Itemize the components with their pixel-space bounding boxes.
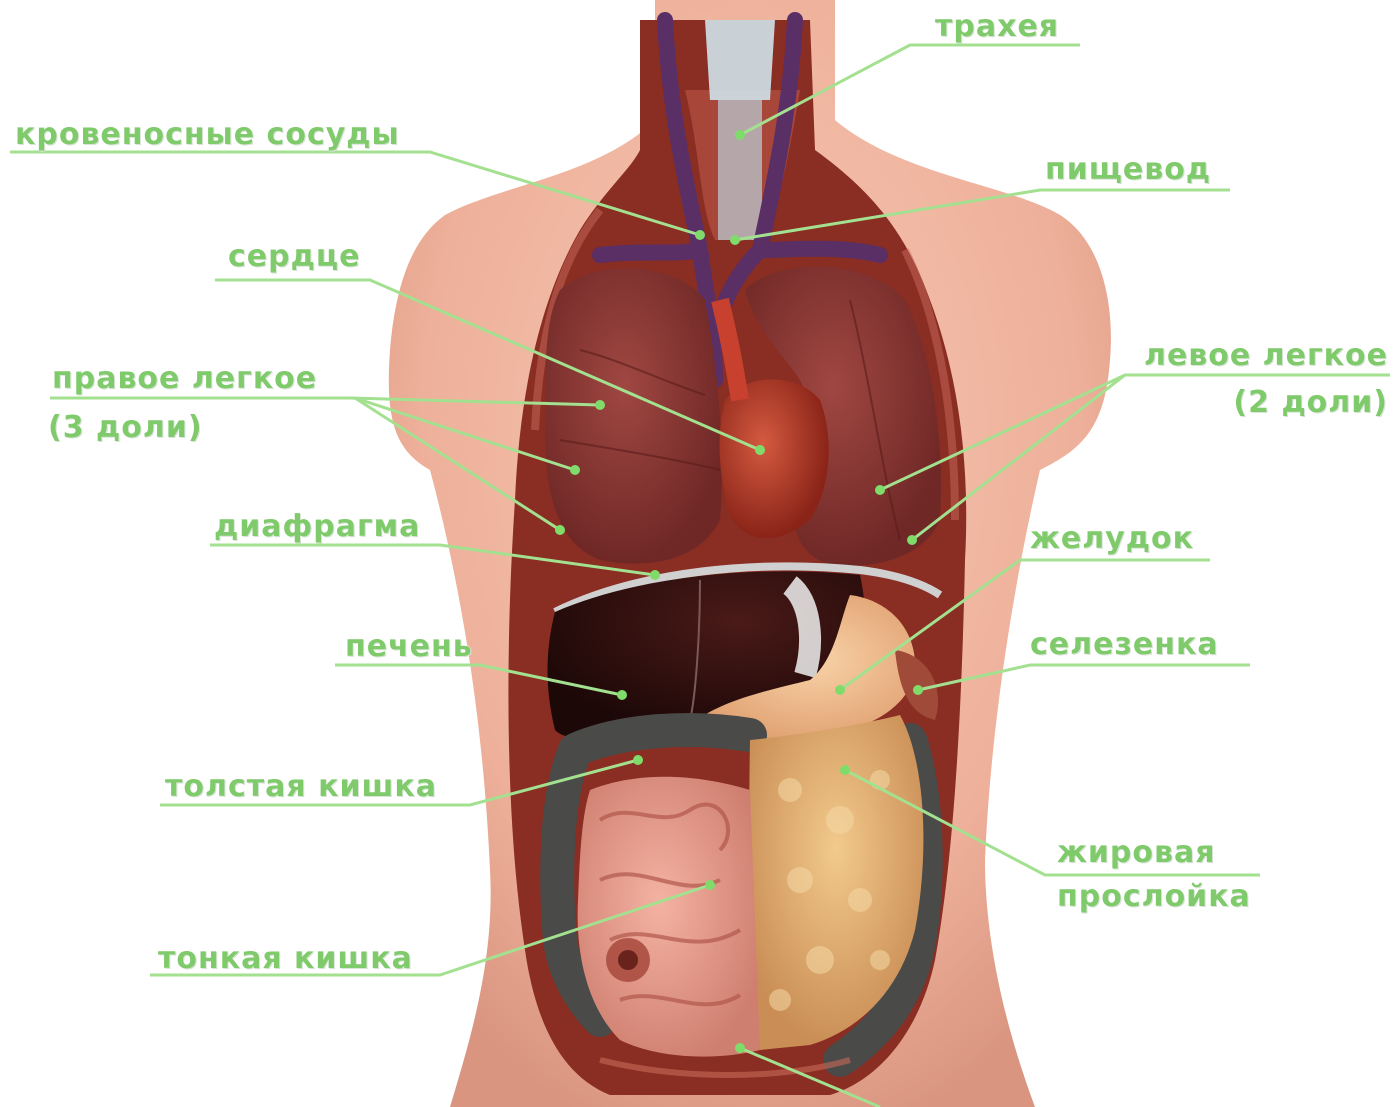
right-lung [545, 268, 722, 563]
label-right-lung-line1: правое легкое [52, 364, 317, 394]
label-right-lung-line2: (3 доли) [48, 413, 203, 443]
trachea-shape [705, 20, 775, 100]
label-heart: сердце [228, 242, 360, 272]
label-trachea: трахея [935, 12, 1059, 42]
label-diaphragm: диафрагма [214, 512, 420, 542]
label-liver: печень [345, 632, 473, 662]
label-colon: толстая кишка [165, 772, 437, 802]
label-spleen: селезенка [1030, 630, 1219, 660]
label-fat-line1: жировая [1057, 838, 1215, 868]
label-small-intestine: тонкая кишка [158, 944, 413, 974]
label-fat-line2: прослойка [1057, 882, 1251, 912]
label-left-lung-line2: (2 доли) [1233, 388, 1388, 418]
heart-shape [720, 379, 829, 538]
label-esophagus: пищевод [1045, 155, 1211, 185]
label-stomach: желудок [1030, 524, 1194, 554]
label-left-lung-line1: левое легкое [1144, 341, 1388, 371]
label-blood-vessels: кровеносные сосуды [15, 120, 400, 150]
